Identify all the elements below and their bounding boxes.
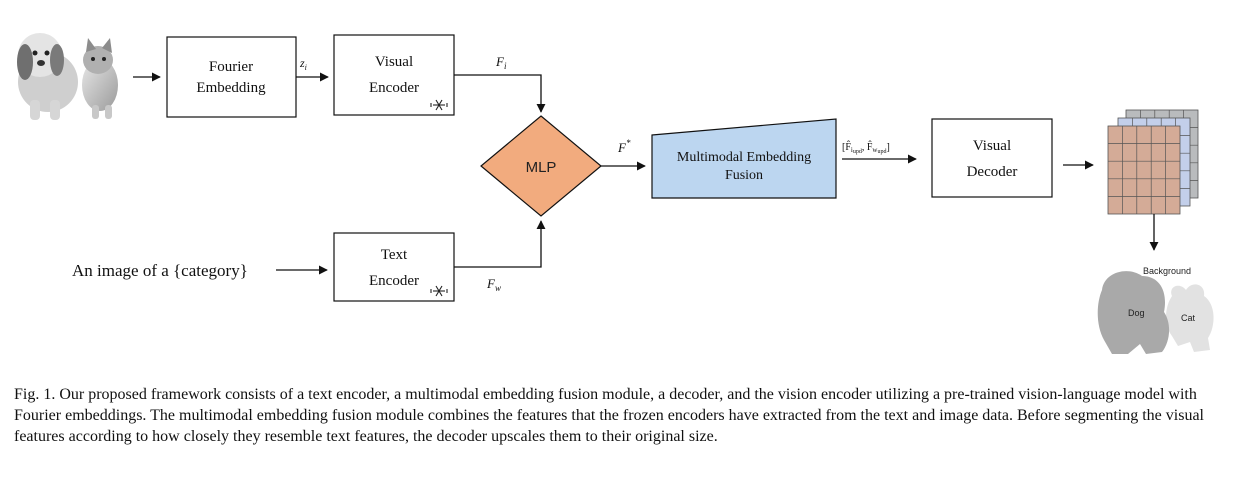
fourier-label-line2: Embedding <box>196 80 266 96</box>
visual-decoder-box: Visual Decoder <box>931 118 1053 198</box>
text-prompt: An image of a {category} <box>72 261 248 280</box>
segment-label-background: Background <box>1143 266 1191 276</box>
fusion-label-line2: Fusion <box>725 168 763 183</box>
visual-encoder-label-line1: Visual <box>375 54 413 70</box>
visual-encoder-box: Visual Encoder <box>333 34 455 116</box>
snowflake-icon <box>430 99 448 111</box>
arrow-visual-encoder-to-mlp <box>454 74 546 113</box>
fourier-label-line1: Fourier <box>209 59 253 75</box>
fourier-embedding-box: Fourier Embedding <box>166 36 297 118</box>
edge-label-fi: Fi <box>495 54 507 71</box>
multimodal-fusion-node: Multimodal Embedding Fusion <box>651 118 837 199</box>
fusion-label-line1: Multimodal Embedding <box>677 150 811 165</box>
edge-label-zi: zi <box>299 56 307 72</box>
edge-label-fstar: F* <box>617 138 631 155</box>
mlp-node: MLP <box>480 115 602 217</box>
segmentation-output: Background Dog Cat <box>1097 266 1214 354</box>
framework-diagram: Fourier Embedding zi Visual Encoder Fi M… <box>17 33 1214 354</box>
output-feature-maps <box>1107 109 1199 215</box>
text-encoder-label-line2: Encoder <box>369 273 419 289</box>
text-encoder-label-line1: Text <box>381 247 408 263</box>
visual-encoder-label-line2: Encoder <box>369 80 419 96</box>
arrow-text-encoder-to-mlp <box>454 220 546 268</box>
segment-label-dog: Dog <box>1128 308 1145 318</box>
segment-label-cat: Cat <box>1181 313 1196 323</box>
visual-decoder-label-line2: Decoder <box>967 164 1018 180</box>
input-image-dog-cat <box>17 33 118 120</box>
figure-caption: Fig. 1. Our proposed framework consists … <box>14 386 1204 445</box>
visual-decoder-label-line1: Visual <box>973 138 1011 154</box>
mlp-label: MLP <box>526 159 557 176</box>
text-encoder-box: Text Encoder <box>333 232 455 302</box>
snowflake-icon <box>430 285 448 297</box>
edge-label-updated-features: [F̂iupd, F̂wupd] <box>842 140 890 155</box>
edge-label-fw: Fw <box>486 276 501 293</box>
